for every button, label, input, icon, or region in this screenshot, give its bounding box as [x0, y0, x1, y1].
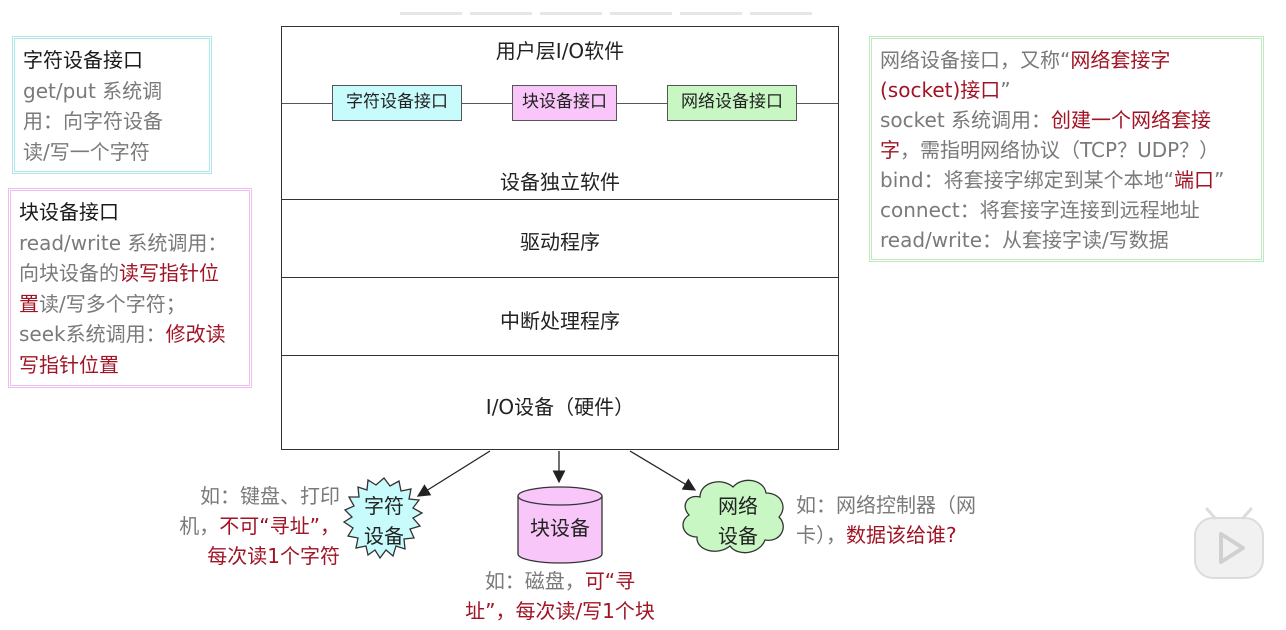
- block-device-caption: 如：磁盘，可“寻 址”，每次读/写1个块: [465, 569, 655, 623]
- char-device-label: 字符设备: [364, 494, 404, 548]
- block-note-line: seek系统调用：修改读: [19, 322, 226, 346]
- net-note-line: bind：将套接字绑定到某个本地“端口”: [880, 168, 1225, 192]
- block-note-title: 块设备接口: [19, 200, 119, 224]
- net-device-cloud-icon: [682, 479, 784, 554]
- block-device-cylinder-icon: [517, 486, 603, 564]
- user-io-layer-label: 用户层I/O软件: [495, 39, 625, 63]
- layer-divider: [282, 355, 838, 356]
- play-icon: [1194, 507, 1264, 579]
- layer-divider: [282, 199, 838, 200]
- char-device-starburst-icon: [342, 477, 424, 560]
- net-note-line: (socket)接口”: [880, 78, 1011, 102]
- net-note-line: socket 系统调用：创建一个网络套接: [880, 108, 1212, 132]
- arrow-to-char-device: [416, 450, 491, 497]
- block-note-line: 写指针位置: [19, 352, 119, 377]
- net-device-interface-box: 网络设备接口: [667, 85, 797, 121]
- char-note-title: 字符设备接口: [23, 48, 143, 72]
- block-highlight: 读写指针位: [119, 261, 219, 285]
- block-note-line: read/write 系统调用：: [19, 230, 228, 255]
- driver-layer-label: 驱动程序: [520, 230, 600, 254]
- block-interface-note: 块设备接口 read/write 系统调用： 向块设备的读写指针位 置读/写多个…: [8, 188, 252, 388]
- net-interface-note: 网络设备接口，又称“网络套接字 (socket)接口” socket 系统调用：…: [869, 36, 1264, 262]
- net-note-line: connect：将套接字连接到远程地址: [880, 198, 1200, 222]
- net-note-line: 字，需指明网络协议（TCP？UDP？）: [880, 138, 1220, 162]
- block-device-label: 块设备: [530, 516, 590, 540]
- char-device-interface-box: 字符设备接口: [332, 85, 462, 121]
- char-note-line: 读/写一个字符: [23, 139, 150, 164]
- interrupt-layer-label: 中断处理程序: [500, 309, 620, 333]
- net-device-caption: 如：网络控制器（网 卡），数据该给谁?: [796, 493, 976, 547]
- block-note-line: 置读/写多个字符；: [19, 291, 186, 316]
- char-note-line: 用：向字符设备: [23, 109, 163, 133]
- arrow-to-net-device: [629, 450, 697, 491]
- hardware-layer-label: I/O设备（硬件）: [485, 395, 635, 419]
- net-note-line: read/write：从套接字读/写数据: [880, 228, 1169, 252]
- top-tab-strip: [400, 0, 820, 15]
- char-note-line: get/put 系统调: [23, 78, 163, 103]
- net-device-label: 网络设备: [718, 494, 758, 548]
- play-button[interactable]: [1193, 506, 1273, 586]
- block-note-line: 向块设备的读写指针位: [19, 261, 219, 285]
- block-device-interface-box: 块设备接口: [512, 85, 617, 121]
- net-note-line: 网络设备接口，又称“网络套接字: [880, 48, 1171, 72]
- char-interface-note: 字符设备接口 get/put 系统调 用：向字符设备 读/写一个字符: [12, 36, 212, 174]
- io-software-stack: 用户层I/O软件 字符设备接口 块设备接口 网络设备接口 设备独立软件 驱动程序…: [281, 26, 839, 450]
- char-device-caption: 如：键盘、打印 机，不可“寻址”， 每次读1个字符: [179, 484, 340, 568]
- layer-divider: [282, 277, 838, 278]
- device-independent-layer-label: 设备独立软件: [500, 170, 620, 194]
